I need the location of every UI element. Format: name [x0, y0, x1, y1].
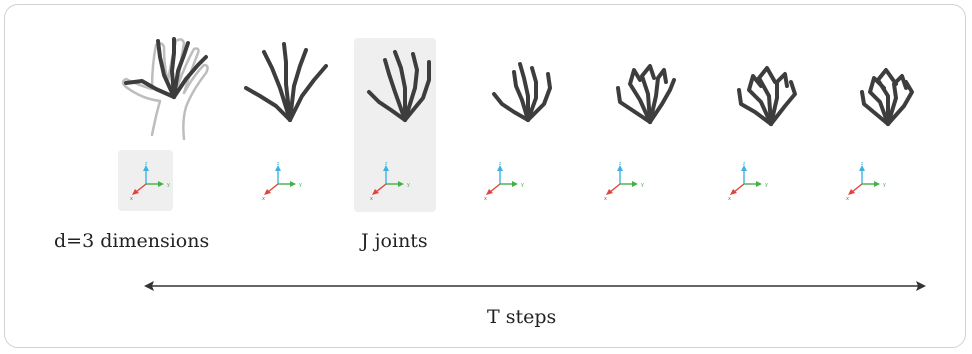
- axis-x-label: x: [262, 196, 265, 202]
- axis-y-label: y: [765, 182, 768, 188]
- steps-label: T steps: [487, 306, 557, 328]
- axis-z-label: z: [145, 161, 148, 167]
- axis-y-label: y: [167, 182, 170, 188]
- hand-frame-4: [492, 62, 552, 122]
- axis-y-label: y: [641, 182, 644, 188]
- axis-z-label: z: [499, 161, 502, 167]
- hand-skeleton: [124, 37, 208, 99]
- axes-triad-1: z y x: [130, 161, 170, 202]
- hand-outline: [121, 38, 209, 141]
- axes-triad-2: z y x: [262, 161, 302, 202]
- axis-y-label: y: [407, 182, 410, 188]
- axis-x-label: x: [484, 196, 487, 202]
- hand-skeleton: [492, 62, 552, 122]
- hand-frame-3: [367, 50, 431, 122]
- dimensions-label: d=3 dimensions: [54, 230, 210, 252]
- axis-y-label: y: [521, 182, 524, 188]
- hand-frame-6: [737, 66, 797, 126]
- axes-triad-6: z y x: [728, 161, 768, 202]
- joints-label: J joints: [361, 230, 428, 252]
- axis-x-label: x: [604, 196, 607, 202]
- axes-triad-7: z y x: [846, 161, 886, 202]
- hand-frame-7: [860, 68, 914, 126]
- axis-y-label: y: [883, 182, 886, 188]
- axis-z-label: z: [743, 161, 746, 167]
- axis-z-label: z: [277, 161, 280, 167]
- hand-frame-1: [121, 37, 209, 141]
- axes-triad-5: z y x: [604, 161, 644, 202]
- hand-frame-5: [616, 64, 676, 124]
- hand-frame-2: [244, 42, 328, 122]
- axes-triad-3: z y x: [370, 161, 410, 202]
- hand-skeleton: [737, 66, 797, 126]
- time-arrow: [144, 281, 926, 291]
- axis-x-label: x: [846, 196, 849, 202]
- hand-skeleton: [244, 42, 328, 122]
- axis-x-label: x: [728, 196, 731, 202]
- axis-x-label: x: [370, 196, 373, 202]
- axis-z-label: z: [619, 161, 622, 167]
- axes-triad-4: z y x: [484, 161, 524, 202]
- axis-z-label: z: [385, 161, 388, 167]
- axis-y-label: y: [299, 182, 302, 188]
- axis-x-label: x: [130, 196, 133, 202]
- axis-z-label: z: [861, 161, 864, 167]
- hand-skeleton: [616, 64, 676, 124]
- hand-skeleton: [860, 68, 914, 126]
- hand-skeleton: [367, 50, 431, 122]
- joints-highlight: [354, 38, 436, 212]
